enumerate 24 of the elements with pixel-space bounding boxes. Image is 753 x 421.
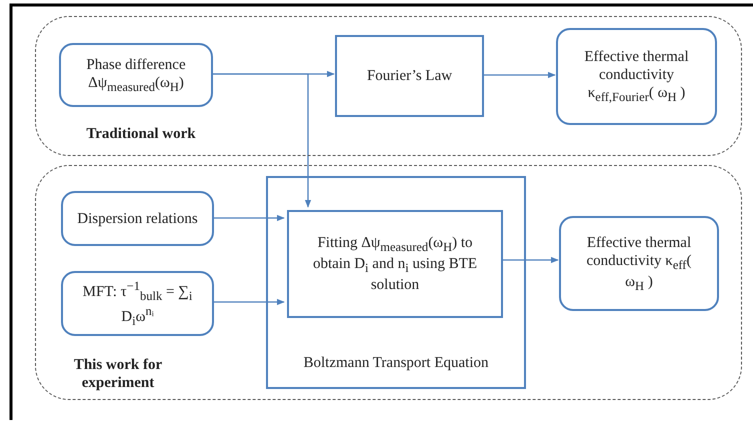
arrow xyxy=(212,73,312,208)
box-label: MFT: τ$^{−1}$$_{bulk}$ = ∑$_{i}$ D$_{i}$ω$^{nᵢ}$ xyxy=(82,278,194,328)
rounded-box xyxy=(556,28,717,125)
box-title: Boltzmann Transport Equation xyxy=(302,354,490,372)
box-label: Effective thermal conductivity κ$_{eff,Fourier}$( ω$_{H}$ ) xyxy=(583,48,690,105)
arrow xyxy=(483,72,556,78)
box-label: Phase difference Δψ$_{measured}$(ω$_{H}$) xyxy=(85,56,187,94)
arrow xyxy=(213,214,285,222)
dashed-group-border xyxy=(35,165,742,400)
dashed-group-border xyxy=(35,16,742,156)
process-box xyxy=(266,176,526,389)
box-label: Fitting Δψ$_{measured}$(ω$_{H}$) to obtain D$_{i}$ and n$_{i}$ using BTE solution xyxy=(312,234,478,294)
box-label: Fourier’s Law xyxy=(366,67,452,85)
rounded-box xyxy=(61,271,214,336)
box-label: Effective thermal conductivity κ$_{eff}$( ω$_{H}$ ) xyxy=(586,234,692,294)
box-label: Dispersion relations xyxy=(77,210,198,228)
rounded-box xyxy=(559,216,719,311)
process-box xyxy=(335,35,484,117)
process-box xyxy=(287,210,503,318)
rounded-box xyxy=(61,191,214,246)
group-heading: This work for experiment xyxy=(72,356,164,392)
group-heading: Traditional work xyxy=(85,125,197,143)
arrow xyxy=(213,298,285,306)
rounded-box xyxy=(59,43,213,107)
